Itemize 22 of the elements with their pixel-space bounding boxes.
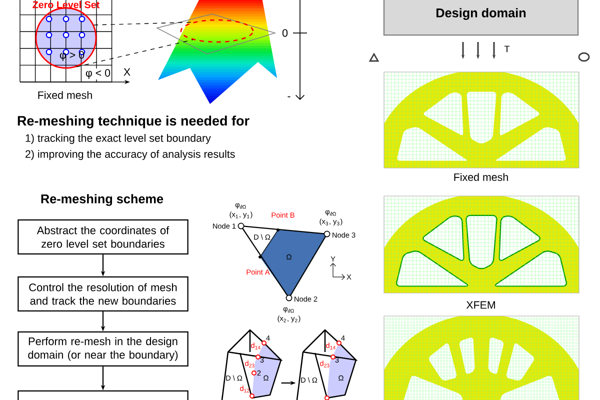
axis-label: 0 (282, 29, 288, 37)
caption: XFEM (466, 301, 495, 309)
leader-line (76, 39, 194, 68)
caption: Fixed mesh (38, 91, 92, 99)
process-box (18, 390, 188, 400)
process-box: Abstract the coordinates of zero level set boundaries (18, 219, 188, 255)
load-label: T (504, 46, 510, 52)
process-box: Control the resolution of mesh and track the new boundaries (18, 276, 188, 312)
list-item: 1) tracking the exact level set boundary (26, 134, 211, 144)
leader-line (93, 22, 194, 26)
heading: Re-meshing scheme (41, 194, 164, 206)
list-item: 2) improving the accuracy of analysis results (26, 150, 235, 160)
design-domain-box: Design domain (383, 0, 579, 36)
axis-label: - (288, 96, 290, 98)
heading: Re-meshing technique is needed for (18, 116, 250, 128)
zero-level-set-circle (35, 7, 97, 69)
zero-level-set-ellipse (180, 19, 254, 43)
axis-label: X (124, 68, 130, 76)
mesh-update-drawing (296, 329, 358, 400)
process-box: Perform re-mesh in the design domain (or near the boundary) (18, 331, 188, 367)
caption: Fixed mesh (454, 173, 508, 181)
mesh-update-drawing (221, 329, 283, 400)
